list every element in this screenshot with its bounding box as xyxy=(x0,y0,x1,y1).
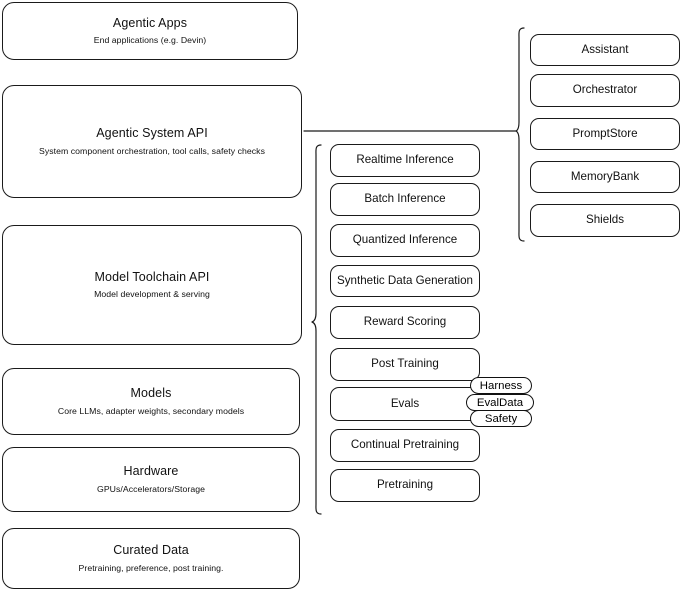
layer-box-agentic-system-api[interactable]: Agentic System API System component orch… xyxy=(2,85,302,198)
component-box-orchestrator[interactable]: Orchestrator xyxy=(530,74,680,107)
capability-box-evals[interactable]: Evals xyxy=(330,387,480,421)
capability-label: Continual Pretraining xyxy=(350,438,460,452)
eval-badge-label: Safety xyxy=(484,412,518,425)
component-label: PromptStore xyxy=(572,126,638,140)
layer-box-model-toolchain-api[interactable]: Model Toolchain API Model development & … xyxy=(2,225,302,345)
layer-box-agentic-apps[interactable]: Agentic Apps End applications (e.g. Devi… xyxy=(2,2,298,60)
layer-title: Curated Data xyxy=(113,543,189,558)
capability-label: Quantized Inference xyxy=(352,233,458,247)
eval-badge-label: EvalData xyxy=(476,396,524,409)
layer-subtitle: Pretraining, preference, post training. xyxy=(78,562,224,573)
component-box-memorybank[interactable]: MemoryBank xyxy=(530,161,680,193)
layer-title: Hardware xyxy=(123,464,179,479)
capability-box-synthetic-data-generation[interactable]: Synthetic Data Generation xyxy=(330,265,480,297)
eval-badge-evaldata[interactable]: EvalData xyxy=(466,394,534,411)
right-brace xyxy=(515,27,525,242)
capability-box-pretraining[interactable]: Pretraining xyxy=(330,469,480,502)
eval-badge-label: Harness xyxy=(479,379,523,392)
layer-title: Agentic System API xyxy=(96,126,208,141)
layer-box-curated-data[interactable]: Curated Data Pretraining, preference, po… xyxy=(2,528,300,589)
layer-subtitle: GPUs/Accelerators/Storage xyxy=(97,483,205,494)
layer-title: Model Toolchain API xyxy=(94,269,210,284)
capability-box-realtime-inference[interactable]: Realtime Inference xyxy=(330,144,480,177)
capability-label: Realtime Inference xyxy=(356,153,454,167)
capability-box-post-training[interactable]: Post Training xyxy=(330,348,480,381)
layer-subtitle: Core LLMs, adapter weights, secondary mo… xyxy=(57,405,245,416)
layer-title: Agentic Apps xyxy=(112,15,188,30)
capability-box-reward-scoring[interactable]: Reward Scoring xyxy=(330,306,480,339)
capability-label: Post Training xyxy=(371,357,439,371)
layer-box-models[interactable]: Models Core LLMs, adapter weights, secon… xyxy=(2,368,300,435)
component-box-shields[interactable]: Shields xyxy=(530,204,680,237)
component-label: Assistant xyxy=(581,42,629,56)
capability-label: Reward Scoring xyxy=(363,315,447,329)
capability-label: Synthetic Data Generation xyxy=(337,273,473,287)
layer-subtitle: Model development & serving xyxy=(94,289,210,300)
layer-title: Models xyxy=(130,386,172,401)
layer-box-hardware[interactable]: Hardware GPUs/Accelerators/Storage xyxy=(2,447,300,512)
capability-label: Evals xyxy=(390,396,420,410)
eval-badge-safety[interactable]: Safety xyxy=(470,410,532,427)
layer-subtitle: End applications (e.g. Devin) xyxy=(93,35,207,46)
component-label: Shields xyxy=(585,213,625,227)
eval-badge-harness[interactable]: Harness xyxy=(470,377,532,394)
capability-box-batch-inference[interactable]: Batch Inference xyxy=(330,183,480,216)
capability-box-continual-pretraining[interactable]: Continual Pretraining xyxy=(330,429,480,462)
component-label: MemoryBank xyxy=(570,169,640,183)
component-box-promptstore[interactable]: PromptStore xyxy=(530,118,680,150)
middle-brace xyxy=(311,144,322,515)
component-label: Orchestrator xyxy=(572,83,638,97)
capability-label: Pretraining xyxy=(376,478,434,492)
capability-box-quantized-inference[interactable]: Quantized Inference xyxy=(330,224,480,257)
layer-subtitle: System component orchestration, tool cal… xyxy=(39,145,265,156)
capability-label: Batch Inference xyxy=(364,192,446,206)
component-box-assistant[interactable]: Assistant xyxy=(530,34,680,66)
